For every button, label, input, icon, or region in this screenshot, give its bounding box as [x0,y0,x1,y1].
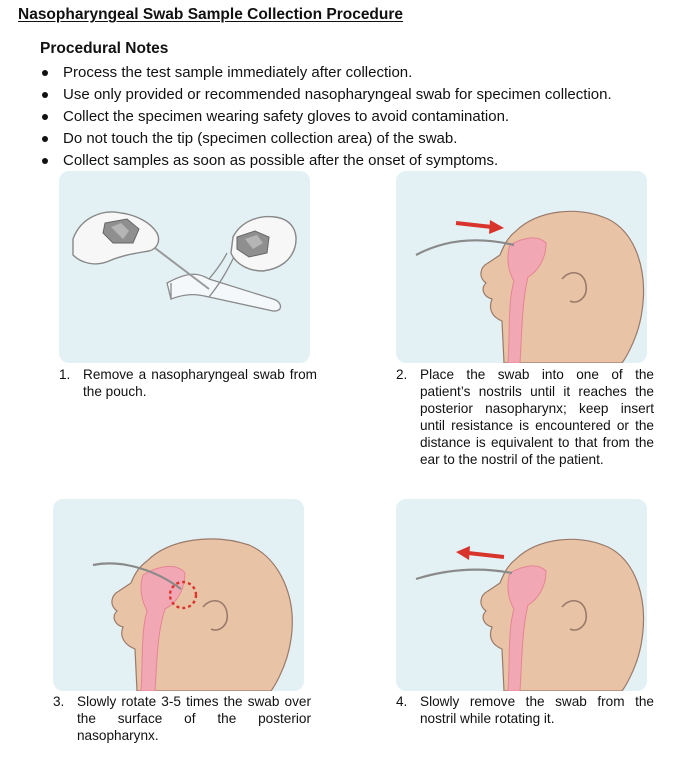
note-item: Process the test sample immediately afte… [40,62,612,84]
step-3: 3. Slowly rotate 3-5 times the swab over… [53,693,311,744]
step-4: 4. Slowly remove the swab from the nostr… [396,693,654,727]
page-title: Nasopharyngeal Swab Sample Collection Pr… [18,6,403,24]
step-number: 2. [396,366,407,383]
notes-heading: Procedural Notes [40,40,168,58]
note-item: Do not touch the tip (specimen collectio… [40,128,612,150]
step-3-illustration [53,499,304,691]
note-item: Use only provided or recommended nasopha… [40,84,612,106]
step-text: Slowly rotate 3-5 times the swab over th… [77,693,311,744]
step-text: Slowly remove the swab from the nostril … [420,693,654,727]
step-2-illustration [396,171,647,363]
step-number: 4. [396,693,407,710]
step-4-illustration [396,499,647,691]
step-2: 2. Place the swab into one of the patien… [396,366,654,468]
notes-list: Process the test sample immediately afte… [40,62,612,172]
step-number: 1. [59,366,70,383]
note-item: Collect the specimen wearing safety glov… [40,106,612,128]
step-1-illustration [59,171,310,363]
step-1: 1. Remove a nasopharyngeal swab from the… [59,366,317,400]
step-number: 3. [53,693,64,710]
step-text: Place the swab into one of the patient’s… [420,366,654,468]
note-item: Collect samples as soon as possible afte… [40,150,612,172]
step-text: Remove a nasopharyngeal swab from the po… [83,366,317,400]
